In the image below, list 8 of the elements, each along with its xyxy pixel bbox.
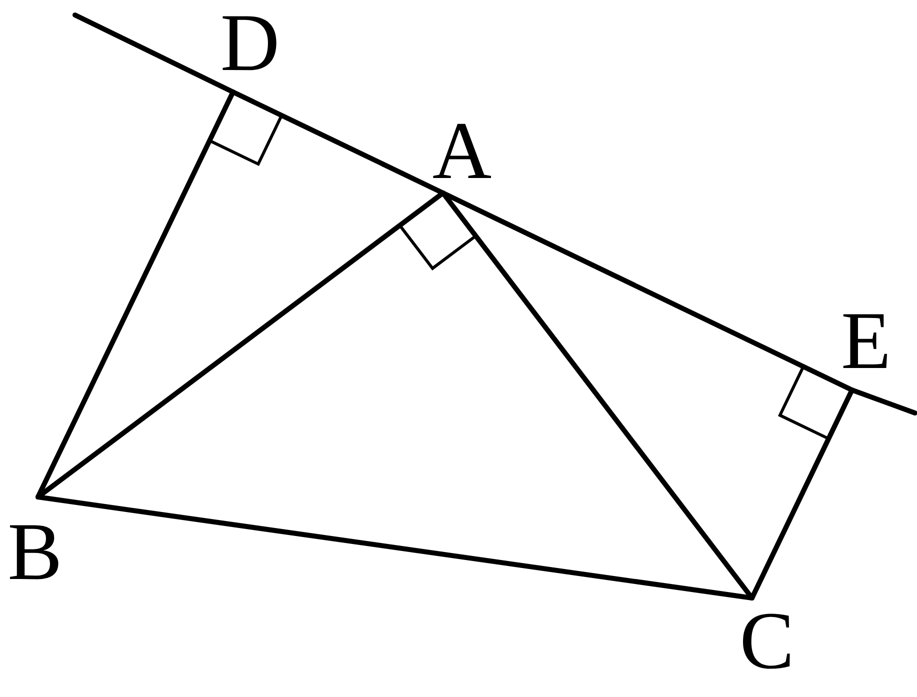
point-label: D xyxy=(220,10,280,76)
point-label: B xyxy=(8,519,62,585)
point-label: A xyxy=(432,118,492,184)
point-label: C xyxy=(740,608,794,674)
line-segment xyxy=(36,90,236,500)
point-label: E xyxy=(840,308,892,374)
line-segment xyxy=(72,12,236,94)
line-segment xyxy=(750,388,854,600)
